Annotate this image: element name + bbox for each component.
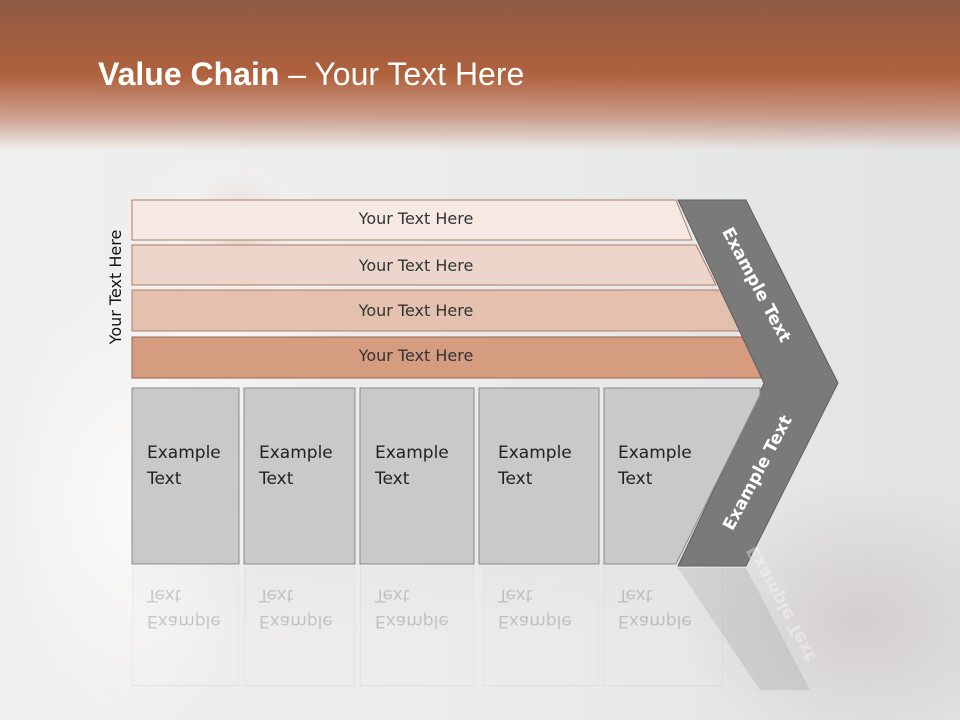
- activity-text-1: Example Text: [147, 443, 221, 489]
- activity-text-4: Example Text: [498, 443, 572, 489]
- activity-text-5: Example Text: [618, 443, 692, 489]
- row-bar-1: [131, 199, 693, 241]
- header-band: [0, 0, 960, 150]
- activity-box-4: [478, 387, 600, 565]
- activity-box-5: [603, 387, 761, 565]
- slide-title: Value Chain – Your Text Here: [98, 52, 524, 96]
- chevron-reflection: [678, 568, 810, 690]
- activity-reflection-4: Example Text: [483, 566, 599, 686]
- row-bar-2: [131, 244, 717, 286]
- row-label-3: Your Text Here: [358, 301, 474, 320]
- chevron-arrow: [677, 199, 839, 567]
- title-rest: – Your Text Here: [279, 56, 525, 92]
- row-label-4: Your Text Here: [358, 346, 474, 365]
- activity-text-2: Example Text: [259, 443, 333, 489]
- title-bold: Value Chain: [98, 56, 280, 92]
- row-label-2: Your Text Here: [358, 256, 474, 275]
- activity-box-3: [359, 387, 475, 565]
- activity-box-2: [243, 387, 356, 565]
- activity-reflection-2: Example Text: [244, 566, 355, 686]
- activity-text-3: Example Text: [375, 443, 449, 489]
- activity-reflection-3: Example Text: [360, 566, 474, 686]
- activity-reflection-5: Example Text: [603, 566, 723, 686]
- row-label-1: Your Text Here: [358, 209, 474, 228]
- activity-reflection-1: Example Text: [132, 566, 239, 686]
- activity-box-1: [131, 387, 240, 565]
